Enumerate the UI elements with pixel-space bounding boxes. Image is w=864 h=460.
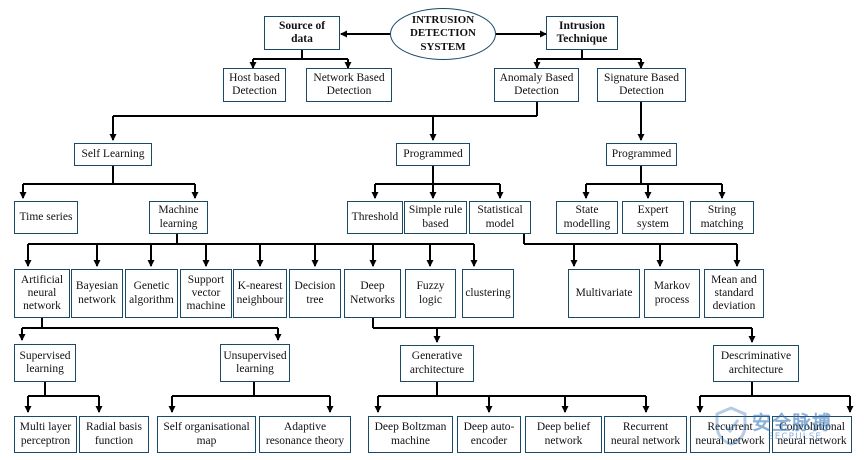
node-unsupervised-learning: Unsupervised learning [220, 344, 290, 382]
watermark-text: 安全脉搏 [752, 412, 833, 434]
node-programmed-signature: Programmed [606, 143, 677, 166]
node-radial-basis-function: Radial basis function [79, 416, 149, 453]
node-markov-process: Markov process [644, 269, 700, 318]
node-deep-belief-network: Deep belief network [525, 416, 602, 453]
node-multivariate: Multivariate [568, 269, 640, 318]
node-machine-learning: Machine learning [149, 201, 208, 234]
node-programmed-anomaly: Programmed [396, 143, 470, 166]
node-threshold: Threshold [347, 201, 403, 234]
node-self-learning: Self Learning [74, 143, 152, 166]
node-discriminative-architecture: Descriminative architecture [713, 345, 799, 382]
node-network-based-detection: Network Based Detection [306, 68, 392, 102]
node-convolutional-neural-network: Convolutional neural network [772, 416, 852, 453]
root-node-ids: INTRUSION DETECTION SYSTEM [390, 8, 496, 60]
node-adaptive-resonance-theory: Adaptive resonance theory [259, 416, 351, 453]
node-fuzzy-logic: Fuzzy logic [405, 269, 456, 318]
node-bayesian-network: Bayesian network [71, 269, 123, 318]
node-deep-auto-encoder: Deep auto- encoder [457, 416, 521, 453]
watermark-subtext: SECPULSE [768, 432, 823, 442]
node-clustering: clustering [462, 269, 514, 318]
node-self-organisational-map: Self organisational map [157, 416, 256, 453]
node-recurrent-neural-network-generative: Recurrent neural network [604, 416, 687, 453]
node-deep-boltzman-machine: Deep Boltzman machine [368, 416, 453, 453]
node-artificial-neural-network: Artificial neural network [14, 269, 70, 318]
node-state-modelling: State modelling [556, 201, 618, 234]
node-mean-standard-deviation: Mean and standard deviation [704, 269, 764, 318]
node-generative-architecture: Generative architecture [400, 345, 474, 382]
node-decision-tree: Decision tree [289, 269, 341, 318]
node-statistical-model: Statistical model [469, 201, 531, 234]
node-multi-layer-perceptron: Multi layer perceptron [14, 416, 77, 453]
node-source-of-data: Source of data [264, 16, 340, 50]
node-k-nearest-neighbour: K-nearest neighbour [233, 269, 287, 318]
node-deep-networks: Deep Networks [344, 269, 401, 318]
node-recurrent-neural-network-discriminative: Recurrent neural network [690, 416, 770, 453]
node-supervised-learning: Supervised learning [14, 344, 76, 382]
node-genetic-algorithm: Genetic algorithm [125, 269, 178, 318]
node-host-based-detection: Host based Detection [223, 68, 286, 102]
node-support-vector-machine: Support vector machine [180, 269, 232, 318]
node-time-series: Time series [14, 201, 78, 234]
shield-icon [715, 406, 747, 446]
node-expert-system: Expert system [622, 201, 684, 234]
node-string-matching: String matching [690, 201, 754, 234]
node-intrusion-technique: Intrusion Technique [546, 16, 618, 50]
node-simple-rule-based: Simple rule based [404, 201, 467, 234]
node-anomaly-based-detection: Anomaly Based Detection [494, 68, 579, 102]
node-signature-based-detection: Signature Based Detection [597, 68, 686, 102]
